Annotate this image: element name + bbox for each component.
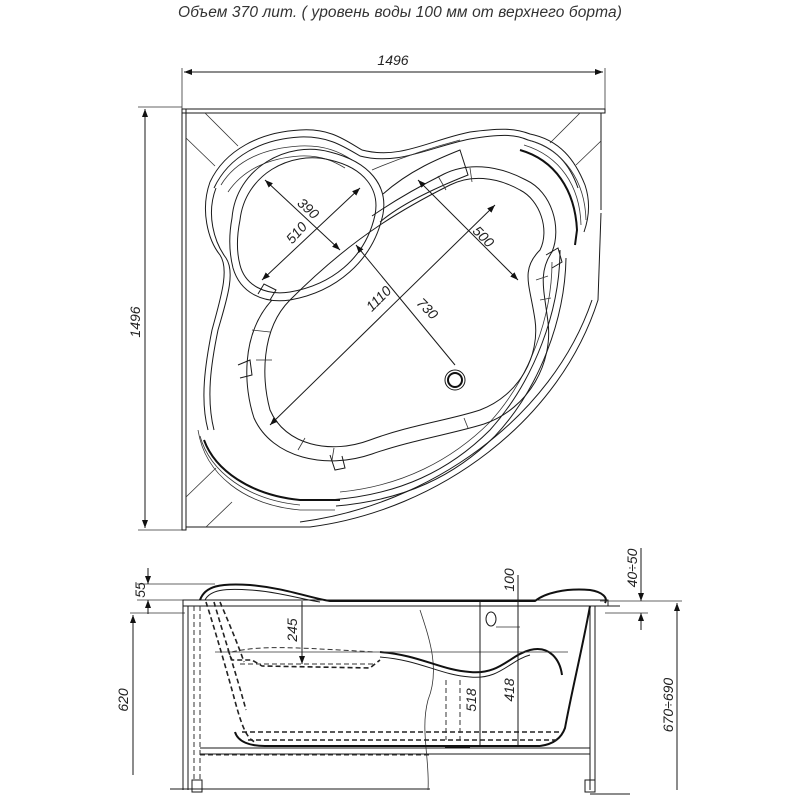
width-dimension: 1496 xyxy=(181,52,606,112)
adjust-dim-40-50: 40÷50 xyxy=(624,548,640,587)
depth-518: 518 xyxy=(463,688,479,712)
height-dim-620: 620 xyxy=(115,688,131,712)
total-height-dimension: 620 xyxy=(115,615,136,775)
tub-profile xyxy=(199,583,607,748)
side-view: 55 620 xyxy=(115,548,682,795)
depth-418: 418 xyxy=(501,678,517,702)
depth-dimensions: 245 518 418 100 xyxy=(284,568,519,745)
height-dimension: 1496 xyxy=(127,106,182,531)
volume-caption: Объем 370 лит. ( уровень воды 100 мм от … xyxy=(178,4,622,21)
foot-left xyxy=(191,779,203,793)
leg-height-670-690: 670÷690 xyxy=(660,678,676,733)
tub-outline xyxy=(181,108,606,531)
seat-dim-390: 390 xyxy=(294,195,322,223)
height-dim-label: 1496 xyxy=(127,306,143,337)
seat-dim-510: 510 xyxy=(283,218,311,246)
seat-depth-245: 245 xyxy=(284,618,300,643)
foot-right xyxy=(584,779,596,793)
overflow-dim-100: 100 xyxy=(501,568,517,592)
support-frame xyxy=(170,599,630,795)
top-view: 1496 1496 xyxy=(127,52,606,531)
rim-dim-55: 55 xyxy=(132,582,148,598)
rim-height-dimension: 55 xyxy=(130,568,215,614)
overflow-icon xyxy=(485,611,497,627)
width-inner-dim-500: 500 xyxy=(470,223,498,251)
width-dim-label: 1496 xyxy=(377,52,408,68)
leg-adjust-dimensions: 40÷50 670÷690 xyxy=(600,548,682,790)
inner-dim-730: 730 xyxy=(414,295,442,323)
diagonal-dim-1110: 1110 xyxy=(363,282,395,314)
inner-dimensions: 390 510 500 1110 730 xyxy=(261,179,519,426)
